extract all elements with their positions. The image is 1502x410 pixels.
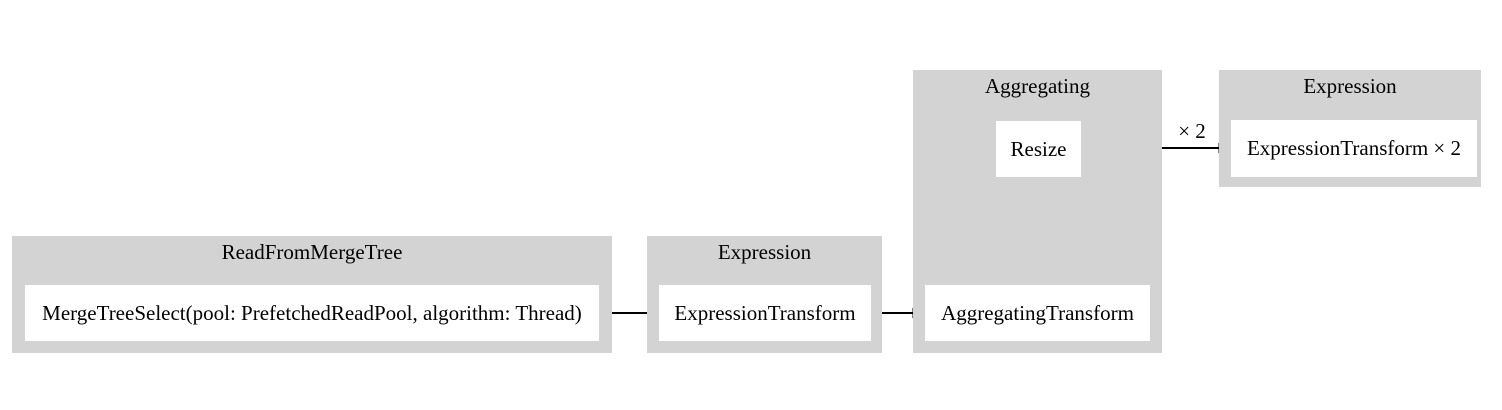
node-aggregatingtransform: AggregatingTransform xyxy=(925,285,1150,341)
cluster-title: Aggregating xyxy=(985,74,1090,98)
edge-multiplier-label: × 2 xyxy=(1178,119,1206,143)
cluster-title: Expression xyxy=(717,240,812,264)
node-label: AggregatingTransform xyxy=(941,300,1134,325)
node-label: ExpressionTransform × 2 xyxy=(1246,136,1462,160)
cluster-aggregating: Aggregating Resize AggregatingTransform xyxy=(913,70,1162,353)
cluster-title: Expression xyxy=(1303,74,1397,98)
node-expressiontransform: ExpressionTransform xyxy=(659,285,871,341)
cluster-expression-1: Expression ExpressionTransform xyxy=(647,236,882,353)
node-label: Resize xyxy=(1010,136,1067,161)
node-expressiontransform-x2: ExpressionTransform × 2 xyxy=(1231,120,1477,177)
node-label: MergeTreeSelect(pool: PrefetchedReadPool… xyxy=(42,300,582,325)
cluster-expression-2: Expression ExpressionTransform × 2 xyxy=(1219,70,1481,187)
cluster-readfrommergetree: ReadFromMergeTree MergeTreeSelect(pool: … xyxy=(12,236,612,353)
cluster-title: ReadFromMergeTree xyxy=(221,240,403,264)
node-mergetreeselect: MergeTreeSelect(pool: PrefetchedReadPool… xyxy=(25,285,599,341)
node-label: ExpressionTransform xyxy=(674,300,856,325)
node-resize: Resize xyxy=(996,121,1081,177)
